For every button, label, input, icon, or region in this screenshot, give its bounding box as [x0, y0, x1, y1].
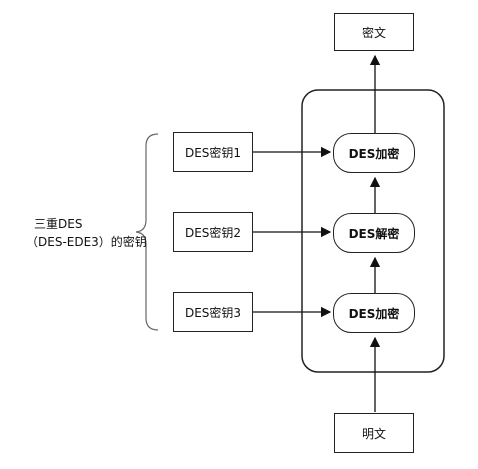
key-box-1: DES密钥1 — [173, 132, 253, 172]
ciphertext-box: 密文 — [334, 13, 414, 51]
key-box-2: DES密钥2 — [173, 212, 253, 252]
triple-des-label-line1: 三重DES — [34, 217, 83, 231]
plaintext-box: 明文 — [334, 413, 414, 453]
triple-des-label-line2: （DES-EDE3）的密钥 — [26, 235, 147, 249]
stage-decrypt-2: DES解密 — [333, 213, 415, 253]
key-box-3: DES密钥3 — [173, 292, 253, 332]
stage-encrypt-3: DES加密 — [333, 293, 415, 333]
stage-encrypt-1: DES加密 — [333, 133, 415, 173]
key-brace — [135, 133, 159, 331]
